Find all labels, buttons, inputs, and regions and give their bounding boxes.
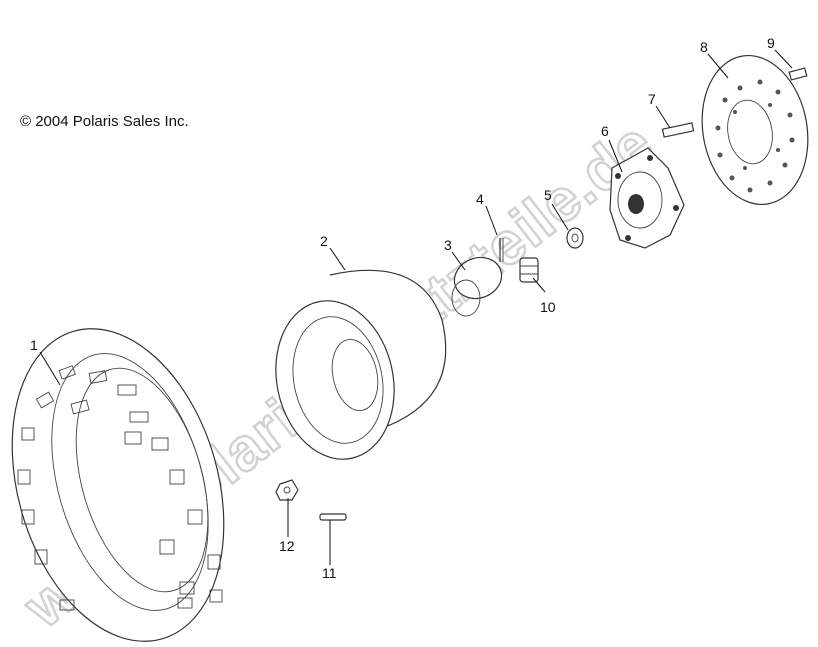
center-cap-part bbox=[451, 256, 503, 317]
cotter-pin-part bbox=[499, 238, 504, 262]
callout-3: 3 bbox=[444, 237, 452, 253]
valve-stem-part bbox=[319, 513, 347, 521]
lug-nut-part bbox=[275, 479, 299, 501]
tire-part bbox=[11, 328, 225, 642]
rim-part bbox=[275, 269, 447, 460]
copyright-text: © 2004 Polaris Sales Inc. bbox=[20, 113, 189, 130]
small-bolt-part bbox=[788, 67, 808, 81]
callout-7: 7 bbox=[648, 91, 656, 107]
callout-9: 9 bbox=[767, 35, 775, 51]
callout-12: 12 bbox=[279, 538, 295, 554]
callout-5: 5 bbox=[544, 187, 552, 203]
callout-8: 8 bbox=[700, 39, 708, 55]
tire-tread bbox=[17, 365, 223, 611]
castle-nut-part bbox=[519, 257, 539, 283]
callout-11: 11 bbox=[322, 565, 337, 581]
bolt-part bbox=[661, 122, 695, 138]
washer-part bbox=[566, 227, 584, 249]
callout-10: 10 bbox=[540, 299, 556, 315]
callout-2: 2 bbox=[320, 233, 328, 249]
callout-4: 4 bbox=[476, 191, 484, 207]
callout-labels: 1 2 3 4 5 6 7 8 9 10 11 12 bbox=[30, 35, 775, 581]
callout-1: 1 bbox=[30, 337, 38, 353]
callout-6: 6 bbox=[601, 123, 609, 139]
leader-lines bbox=[39, 49, 793, 565]
hub-part bbox=[609, 147, 685, 249]
brake-disc-part bbox=[701, 54, 809, 206]
